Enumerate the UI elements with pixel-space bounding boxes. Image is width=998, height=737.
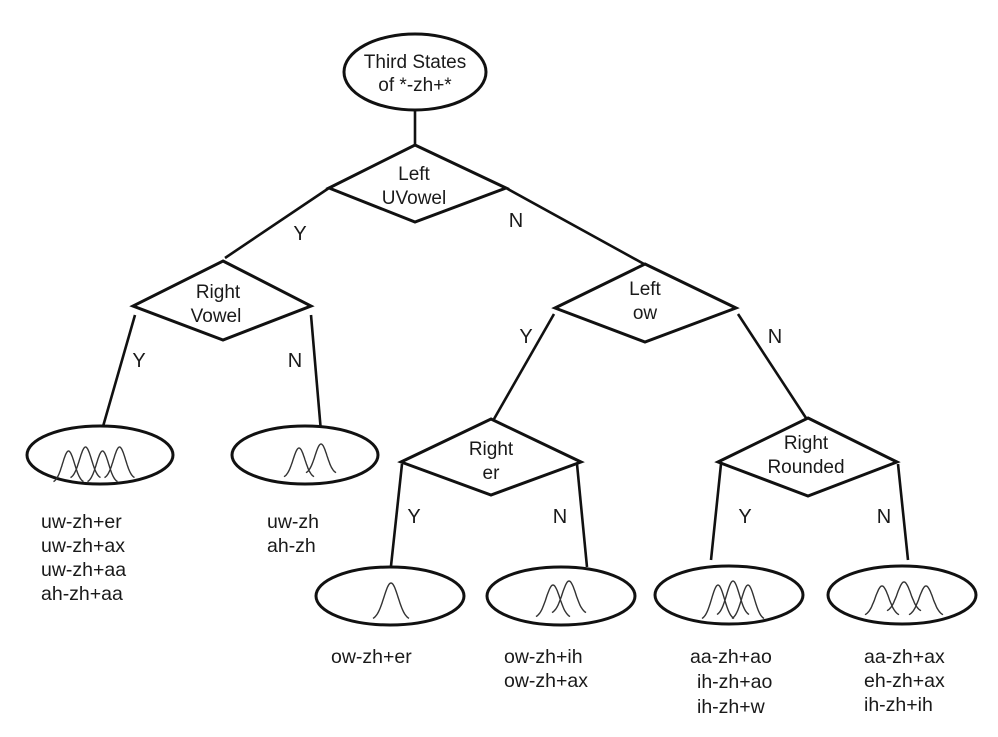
leaf-2-gaussian-mixture-icon bbox=[283, 443, 337, 478]
leaf-6-ellipse bbox=[826, 564, 978, 626]
diamond-right-vowel bbox=[129, 259, 315, 342]
diamond-left-ow bbox=[551, 262, 740, 344]
gaussian-curve-icon bbox=[864, 585, 900, 616]
leaf-4-gaussian-mixture-icon bbox=[535, 580, 587, 618]
leaf-5-state-1: aa-zh+ao bbox=[690, 646, 772, 668]
branch-label-left-ow-no: N bbox=[768, 326, 782, 348]
leaf-1: uw-zh+er uw-zh+ax uw-zh+aa ah-zh+aa bbox=[25, 424, 175, 605]
edge-left-uvowel-no bbox=[505, 186, 645, 266]
question-right-er-line-1: Right bbox=[469, 439, 514, 460]
branch-labels: Y N Y N Y N Y N Y N bbox=[132, 210, 891, 528]
edge-right-vowel-no bbox=[309, 314, 323, 433]
question-left-ow: Left ow bbox=[551, 262, 740, 344]
leaf-6-state-2: eh-zh+ax bbox=[864, 670, 945, 692]
gaussian-curve-icon bbox=[701, 584, 735, 620]
leaf-1-state-1: uw-zh+er bbox=[41, 511, 122, 533]
root-ellipse bbox=[342, 32, 488, 112]
question-right-vowel-line-1: Right bbox=[196, 282, 241, 303]
question-right-vowel: Right Vowel bbox=[129, 259, 315, 342]
leaf-6-state-1: aa-zh+ax bbox=[864, 646, 945, 668]
leaf-2-state-2: ah-zh bbox=[267, 535, 316, 557]
branch-label-right-rounded-no: N bbox=[877, 506, 891, 528]
gaussian-curve-icon bbox=[104, 446, 135, 479]
gaussian-curve-icon bbox=[53, 450, 84, 483]
branch-label-right-er-no: N bbox=[553, 506, 567, 528]
root-label-line-2: of *-zh+* bbox=[378, 75, 452, 96]
leaf-6: aa-zh+ax eh-zh+ax ih-zh+ih bbox=[826, 564, 978, 716]
leaf-4: ow-zh+ih ow-zh+ax bbox=[485, 565, 637, 692]
question-left-uvowel: Left UVowel bbox=[325, 143, 510, 224]
question-left-ow-line-1: Left bbox=[629, 279, 661, 300]
diamond-right-er bbox=[397, 417, 585, 497]
question-right-rounded-line-1: Right bbox=[784, 433, 829, 454]
edge-left-ow-yes bbox=[492, 313, 556, 420]
edge-right-rounded-no bbox=[896, 463, 910, 561]
gaussian-curve-icon bbox=[70, 446, 101, 479]
leaf-3-gaussian-mixture-icon bbox=[372, 582, 410, 619]
question-right-rounded: Right Rounded bbox=[714, 416, 901, 498]
leaf-2-ellipse bbox=[230, 424, 380, 486]
leaf-3: ow-zh+er bbox=[314, 565, 466, 668]
leaf-5-gaussian-mixture-icon bbox=[701, 580, 765, 620]
leaf-6-state-3: ih-zh+ih bbox=[864, 694, 933, 716]
edges bbox=[100, 110, 910, 568]
leaf-4-state-1: ow-zh+ih bbox=[504, 646, 583, 668]
leaf-3-state-1: ow-zh+er bbox=[331, 646, 412, 668]
leaf-5-state-3: ih-zh+w bbox=[697, 696, 766, 718]
branch-label-left-uvowel-yes: Y bbox=[293, 223, 306, 245]
branch-label-right-rounded-yes: Y bbox=[738, 506, 751, 528]
gaussian-curve-icon bbox=[731, 584, 765, 620]
leaf-2: uw-zh ah-zh bbox=[230, 424, 380, 557]
gaussian-curve-icon bbox=[87, 450, 118, 483]
root-node: Third States of *-zh+* bbox=[342, 32, 488, 112]
branch-label-left-ow-yes: Y bbox=[519, 326, 532, 348]
branch-label-right-vowel-yes: Y bbox=[132, 350, 145, 372]
root-label-line-1: Third States bbox=[364, 52, 466, 73]
leaf-6-gaussian-mixture-icon bbox=[864, 581, 944, 616]
leaf-3-ellipse bbox=[314, 565, 466, 627]
leaf-1-state-3: uw-zh+aa bbox=[41, 559, 126, 581]
leaf-5-state-2: ih-zh+ao bbox=[697, 671, 772, 693]
leaf-1-state-2: uw-zh+ax bbox=[41, 535, 125, 557]
diamond-right-rounded bbox=[714, 416, 901, 498]
branch-label-right-er-yes: Y bbox=[407, 506, 420, 528]
edge-right-er-yes bbox=[389, 463, 404, 567]
question-left-uvowel-line-1: Left bbox=[398, 164, 430, 185]
leaf-2-state-1: uw-zh bbox=[267, 511, 319, 533]
branch-label-right-vowel-no: N bbox=[288, 350, 302, 372]
leaf-1-gaussian-mixture-icon bbox=[53, 446, 135, 483]
branch-label-left-uvowel-no: N bbox=[509, 210, 523, 232]
gaussian-curve-icon bbox=[551, 580, 587, 614]
gaussian-curve-icon bbox=[372, 582, 410, 619]
gaussian-curve-icon bbox=[886, 581, 922, 612]
leaf-5-ellipse bbox=[653, 564, 805, 626]
edge-left-uvowel-yes bbox=[224, 186, 330, 260]
edge-right-rounded-yes bbox=[709, 463, 723, 561]
edge-right-er-no bbox=[575, 463, 589, 568]
question-left-uvowel-line-2: UVowel bbox=[382, 188, 446, 209]
question-right-er: Right er bbox=[397, 417, 585, 497]
leaf-1-state-4: ah-zh+aa bbox=[41, 583, 123, 605]
question-right-rounded-line-2: Rounded bbox=[767, 457, 844, 478]
edge-left-ow-no bbox=[736, 313, 808, 419]
gaussian-curve-icon bbox=[908, 585, 944, 616]
gaussian-curve-icon bbox=[535, 584, 571, 618]
leaf-5: aa-zh+ao ih-zh+ao ih-zh+w bbox=[653, 564, 805, 718]
gaussian-curve-icon bbox=[305, 443, 337, 474]
question-right-er-line-2: er bbox=[483, 463, 501, 484]
leaf-4-state-2: ow-zh+ax bbox=[504, 670, 588, 692]
diamond-left-uvowel bbox=[325, 143, 510, 224]
gaussian-curve-icon bbox=[716, 580, 750, 616]
question-right-vowel-line-2: Vowel bbox=[191, 306, 242, 327]
edge-right-vowel-yes bbox=[100, 314, 137, 431]
question-left-ow-line-2: ow bbox=[633, 303, 658, 324]
